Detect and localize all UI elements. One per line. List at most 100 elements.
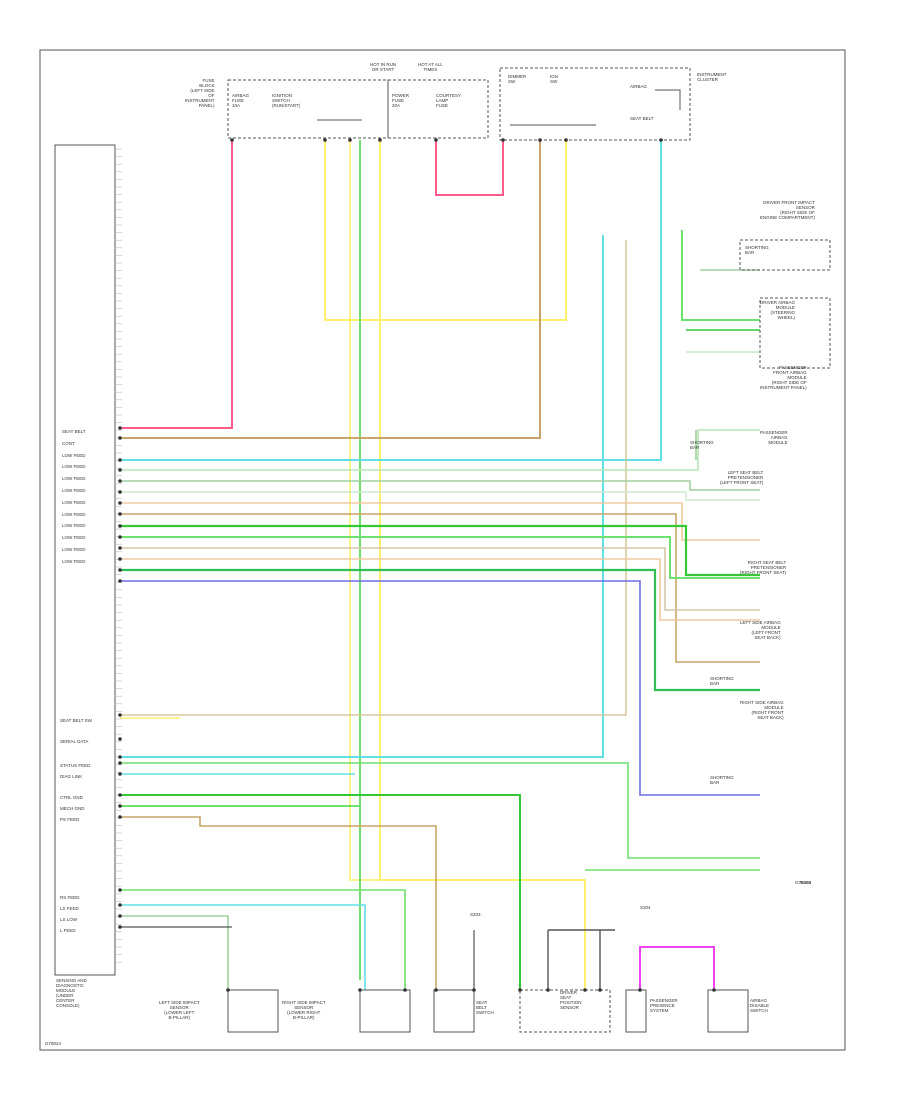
- junction-dot: [118, 761, 122, 765]
- wire-ls-low: [120, 915, 229, 990]
- footer-code: G78024: [45, 1041, 62, 1046]
- wire-low-feed-5: [120, 513, 760, 663]
- wire-ctrl-gnd: [120, 794, 521, 990]
- wire-magenta-disable: [639, 946, 715, 990]
- pin-label-lower: RS FEED: [60, 895, 80, 900]
- junction-dot: [118, 458, 122, 462]
- junction-dot: [118, 436, 122, 440]
- corner-code: G78024: [795, 880, 812, 885]
- diagram-border: [39, 49, 846, 1051]
- pin-label: LOW FEED: [62, 547, 86, 552]
- pin-label-lower: DIAG LINK: [60, 774, 83, 779]
- pin-label: SEAT BELT: [62, 429, 86, 434]
- junction-dot: [230, 138, 234, 142]
- splice-label-s203: S203: [470, 912, 481, 917]
- junction-dot: [638, 988, 642, 992]
- airbag-disable-switch-box: [707, 989, 749, 1033]
- wire-low-feed-2: [120, 480, 760, 491]
- junction-dot: [712, 988, 716, 992]
- junction-dot: [118, 579, 122, 583]
- wire-lt-blue-data: [120, 140, 662, 461]
- wire-low-feed-10: [120, 568, 760, 692]
- junction-dot: [118, 512, 122, 516]
- pin-label-lower: STATUS FEED: [60, 763, 91, 768]
- instrument-cluster-box: [499, 67, 691, 141]
- pin-label-lower: SEAT BELT SW: [60, 718, 92, 723]
- cluster-airbag-label: AIRBAG: [630, 84, 648, 89]
- junction-dot: [583, 988, 587, 992]
- junction-dot: [118, 501, 122, 505]
- wire-low-feed-3: [120, 491, 760, 501]
- junction-dot: [118, 925, 122, 929]
- pin-label-lower: LS FEED: [60, 906, 79, 911]
- pin-label: CONT: [62, 440, 75, 446]
- junction-dot: [118, 755, 122, 759]
- junction-dot: [538, 138, 542, 142]
- pin-label-lower: L FEED: [60, 928, 76, 933]
- junction-dot: [118, 535, 122, 539]
- junction-dot: [118, 468, 122, 472]
- junction-dot: [659, 138, 663, 142]
- junction-dot: [358, 988, 362, 992]
- pin-label: LOW FEED: [62, 499, 86, 505]
- seat-position-sensor-box: [519, 989, 611, 1033]
- wire-low-feed-6: [120, 524, 760, 577]
- junction-dot: [118, 524, 122, 528]
- control-module-box: [54, 144, 116, 976]
- junction-dot: [564, 138, 568, 142]
- junction-dot: [472, 988, 476, 992]
- pin-label-lower: SERIAL DATA: [60, 739, 89, 744]
- seat-belt-switch-box: [433, 989, 475, 1033]
- wire-pink-loop: [435, 140, 504, 196]
- junction-dot: [118, 490, 122, 494]
- junction-dot: [323, 138, 327, 142]
- pin-label: LOW FEED: [62, 511, 86, 517]
- ground-label: G200: [800, 880, 812, 885]
- driver-airbag-box: [759, 297, 831, 369]
- junction-dot: [118, 546, 122, 550]
- fuse-block-box-right: [387, 79, 489, 139]
- wire-low-feed-1: [120, 429, 760, 471]
- junction-dot: [118, 815, 122, 819]
- wire-tan-belt: [120, 240, 627, 716]
- splice-label-s204: S204: [640, 905, 651, 910]
- junction-dot: [546, 988, 550, 992]
- junction-dot: [434, 138, 438, 142]
- junction-dot: [118, 888, 122, 892]
- left-side-sensor-box: [227, 989, 279, 1033]
- pin-label: LOW FEED: [62, 452, 86, 458]
- wire-yellow-down: [379, 140, 586, 990]
- junction-dot: [598, 988, 602, 992]
- junction-dot: [501, 138, 505, 142]
- cluster-lamp-line: [655, 89, 681, 110]
- wire-yellow-ign: [349, 140, 380, 881]
- junction-dot: [226, 988, 230, 992]
- junction-dot: [434, 988, 438, 992]
- wire-ps-feed: [120, 816, 437, 990]
- wire-low-feed-4: [120, 502, 760, 541]
- wire-tan-warning: [120, 140, 541, 439]
- wire-lt-blue-serial: [120, 235, 604, 758]
- junction-dot: [378, 138, 382, 142]
- junction-dot: [348, 138, 352, 142]
- junction-dot: [118, 713, 122, 717]
- pin-label-lower: MECH GND: [60, 806, 85, 811]
- wire-sensor-green: [681, 230, 760, 321]
